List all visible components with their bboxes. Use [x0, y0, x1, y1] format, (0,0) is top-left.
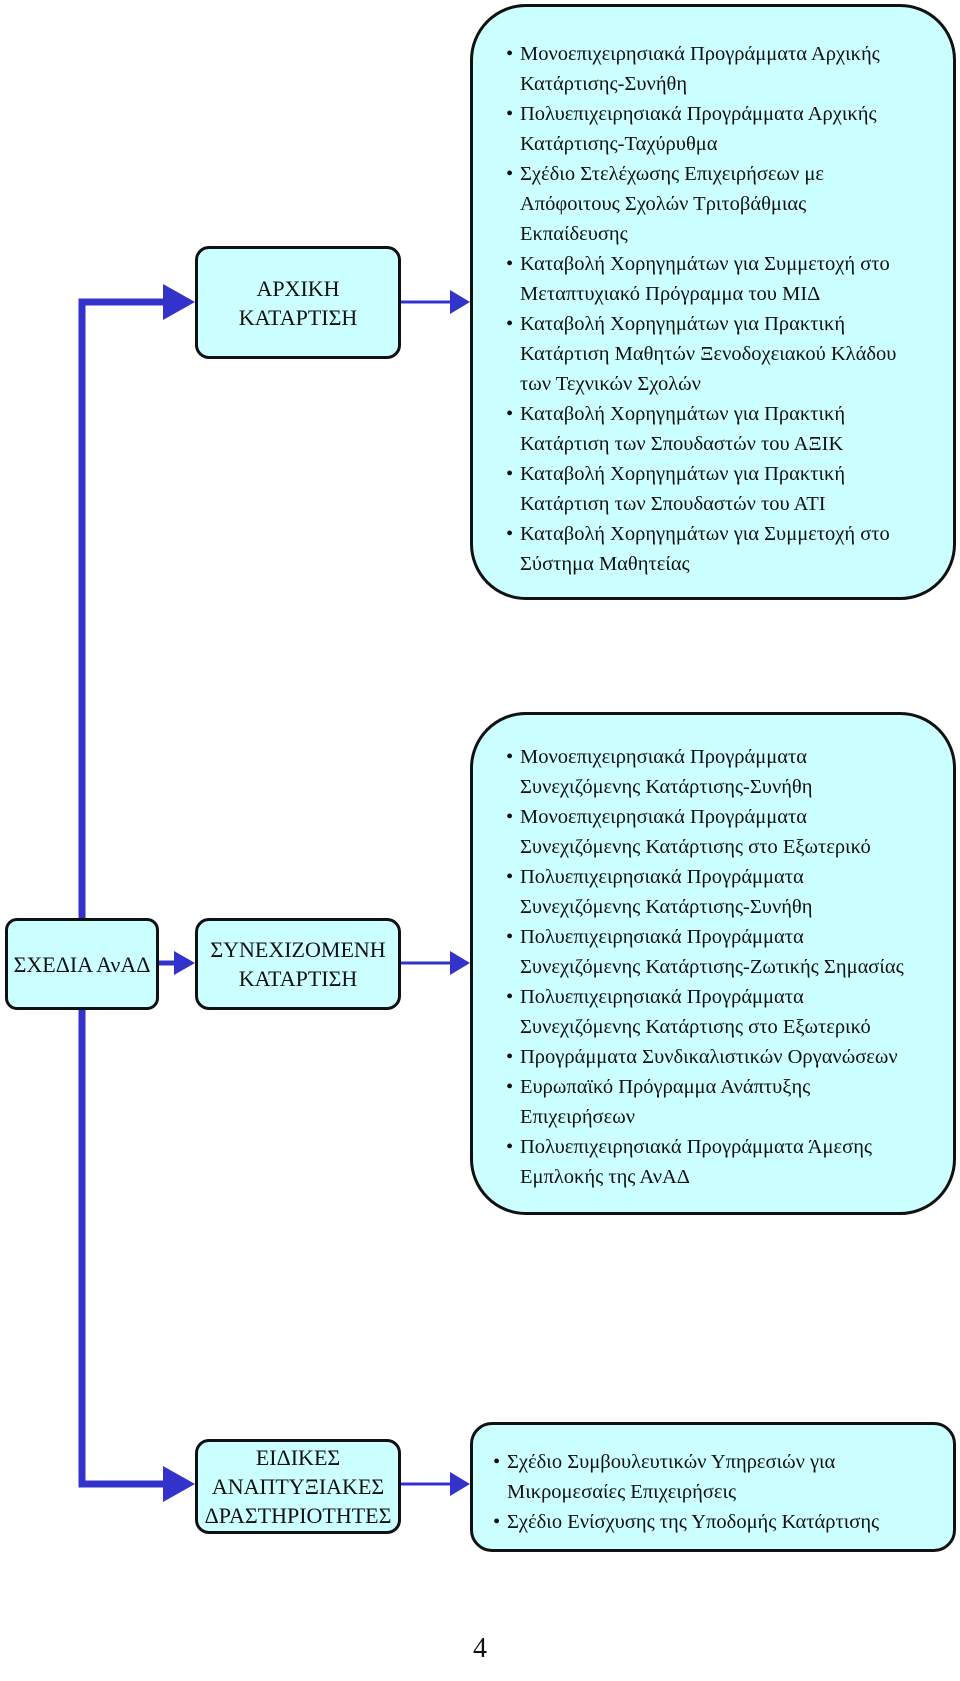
- list-item: Πολυεπιχειρησιακά Προγράμματα Συνεχιζόμε…: [506, 922, 953, 982]
- detail-box-special-development-activities: Σχέδιο Συμβουλευτικών Υπηρεσιών για Μικρ…: [470, 1422, 956, 1552]
- list-item: Μονοεπιχειρησιακά Προγράμματα Συνεχιζόμε…: [506, 802, 953, 862]
- root-node-label: ΣΧΕΔΙΑ ΑνΑΔ: [13, 951, 151, 977]
- category-node-continuing-training: ΣΥΝΕΧΙΖΟΜΕΝΗ ΚΑΤΑΡΤΙΣΗ: [195, 918, 401, 1010]
- trunk-connector-bottom: [78, 1010, 176, 1488]
- root-node-box: ΣΧΕΔΙΑ ΑνΑΔ: [5, 918, 159, 1010]
- trunk-connector-top: [78, 298, 176, 918]
- list-item: Μονοεπιχειρησιακά Προγράμματα Αρχικής Κα…: [506, 39, 953, 99]
- arrowhead-category-3: [163, 1466, 195, 1502]
- arrowhead-category-1: [163, 284, 195, 320]
- category-label: ΕΙΔΙΚΕΣ ΑΝΑΠΤΥΞΙΑΚΕΣ ΔΡΑΣΤΗΡΙΟΤΗΤΕΣ: [204, 1445, 392, 1528]
- category-label: ΑΡΧΙΚΗ ΚΑΤΑΡΤΙΣΗ: [238, 275, 358, 330]
- list-item: Καταβολή Χορηγημάτων για Συμμετοχή στο Μ…: [506, 249, 953, 309]
- detail-box-continuing-training: Μονοεπιχειρησιακά Προγράμματα Συνεχιζόμε…: [470, 712, 956, 1215]
- page-number: 4: [473, 1633, 487, 1664]
- category-node-special-development-activities: ΕΙΔΙΚΕΣ ΑΝΑΠΤΥΞΙΑΚΕΣ ΔΡΑΣΤΗΡΙΟΤΗΤΕΣ: [195, 1439, 401, 1534]
- list-item: Πολυεπιχειρησιακά Προγράμματα Συνεχιζόμε…: [506, 982, 953, 1042]
- detail-list: Μονοεπιχειρησιακά Προγράμματα Συνεχιζόμε…: [473, 715, 953, 1192]
- list-item: Πολυεπιχειρησιακά Προγράμματα Άμεσης Εμπ…: [506, 1132, 953, 1192]
- list-item: Καταβολή Χορηγημάτων για Πρακτική Κατάρτ…: [506, 399, 953, 459]
- list-item: Σχέδιο Ενίσχυσης της Υποδομής Κατάρτισης: [493, 1507, 953, 1537]
- list-item: Πολυεπιχειρησιακά Προγράμματα Συνεχιζόμε…: [506, 862, 953, 922]
- category-label: ΣΥΝΕΧΙΖΟΜΕΝΗ ΚΑΤΑΡΤΙΣΗ: [210, 937, 386, 991]
- arrowhead-detail-1: [450, 290, 470, 314]
- arrowhead-detail-2: [450, 951, 470, 975]
- list-item: Πολυεπιχειρησιακά Προγράμματα Αρχικής Κα…: [506, 99, 953, 159]
- list-item: Καταβολή Χορηγημάτων για Πρακτική Κατάρτ…: [506, 309, 953, 399]
- list-item: Σχέδιο Στελέχωσης Επιχειρήσεων με Απόφοι…: [506, 159, 953, 249]
- category-node-initial-training: ΑΡΧΙΚΗ ΚΑΤΑΡΤΙΣΗ: [195, 246, 401, 359]
- arrowhead-category-2: [174, 951, 195, 975]
- list-item: Ευρωπαϊκό Πρόγραμμα Ανάπτυξης Επιχειρήσε…: [506, 1072, 953, 1132]
- list-item: Καταβολή Χορηγημάτων για Πρακτική Κατάρτ…: [506, 459, 953, 519]
- arrowhead-detail-3: [450, 1472, 470, 1496]
- detail-list: Μονοεπιχειρησιακά Προγράμματα Αρχικής Κα…: [473, 7, 953, 579]
- list-item: Σχέδιο Συμβουλευτικών Υπηρεσιών για Μικρ…: [493, 1447, 953, 1507]
- list-item: Καταβολή Χορηγημάτων για Συμμετοχή στο Σ…: [506, 519, 953, 579]
- detail-box-initial-training: Μονοεπιχειρησιακά Προγράμματα Αρχικής Κα…: [470, 4, 956, 600]
- list-item: Μονοεπιχειρησιακά Προγράμματα Συνεχιζόμε…: [506, 742, 953, 802]
- list-item: Προγράμματα Συνδικαλιστικών Οργανώσεων: [506, 1042, 953, 1072]
- detail-list: Σχέδιο Συμβουλευτικών Υπηρεσιών για Μικρ…: [473, 1425, 953, 1537]
